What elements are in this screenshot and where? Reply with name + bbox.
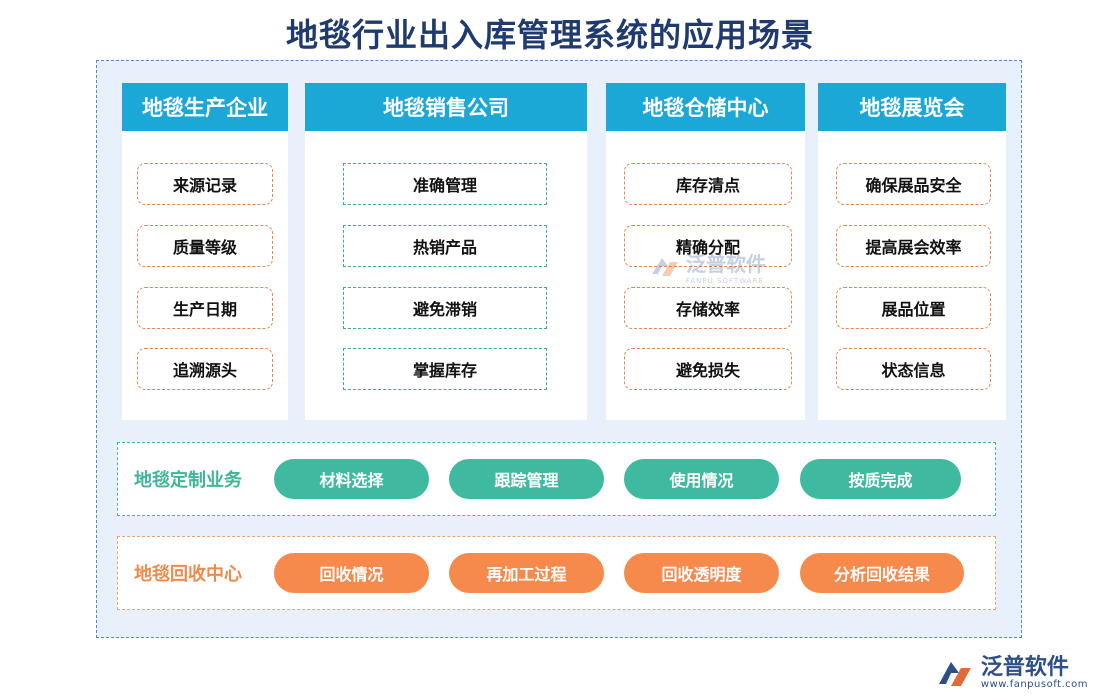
column-header: 地毯生产企业 xyxy=(122,83,288,131)
band-recycle: 地毯回收中心 回收情况 再加工过程 回收透明度 分析回收结果 xyxy=(117,536,996,610)
column-item: 确保展品安全 xyxy=(836,163,991,205)
band-pill: 按质完成 xyxy=(800,459,961,499)
column-item: 生产日期 xyxy=(137,287,273,329)
fanpu-logo-icon xyxy=(938,661,971,686)
column-item: 来源记录 xyxy=(137,163,273,205)
band-label: 地毯定制业务 xyxy=(134,470,242,491)
column-item: 热销产品 xyxy=(343,225,547,267)
column-item: 状态信息 xyxy=(836,348,991,390)
column-item: 精确分配 xyxy=(624,225,792,267)
brand: 泛普软件 www.fanpusoft.com xyxy=(935,657,1088,690)
band-pill: 使用情况 xyxy=(624,459,779,499)
column-item: 追溯源头 xyxy=(137,348,273,390)
page-title: 地毯行业出入库管理系统的应用场景 xyxy=(285,16,814,54)
column-header: 地毯展览会 xyxy=(818,83,1006,131)
column-item: 质量等级 xyxy=(137,225,273,267)
watermark: 泛普软件 FANPU SOFTWARE xyxy=(648,248,766,285)
band-custom: 地毯定制业务 材料选择 跟踪管理 使用情况 按质完成 xyxy=(117,442,996,516)
column-item: 避免损失 xyxy=(624,348,792,390)
band-pill: 分析回收结果 xyxy=(800,553,964,593)
fanpu-logo-icon xyxy=(652,257,678,276)
column-item: 提高展会效率 xyxy=(836,225,991,267)
column-item: 库存清点 xyxy=(624,163,792,205)
watermark-sub: FANPU SOFTWARE xyxy=(686,277,764,285)
band-pill: 回收透明度 xyxy=(624,553,779,593)
watermark-name: 泛普软件 xyxy=(686,252,766,276)
column-item: 展品位置 xyxy=(836,287,991,329)
column-item: 准确管理 xyxy=(343,163,547,205)
column-item: 避免滞销 xyxy=(343,287,547,329)
column-header: 地毯销售公司 xyxy=(305,83,587,131)
brand-url: www.fanpusoft.com xyxy=(980,679,1088,690)
column-item: 存储效率 xyxy=(624,287,792,329)
column-header: 地毯仓储中心 xyxy=(606,83,805,131)
band-label: 地毯回收中心 xyxy=(134,564,242,585)
band-pill: 材料选择 xyxy=(274,459,429,499)
band-pill: 再加工过程 xyxy=(449,553,604,593)
column-item: 掌握库存 xyxy=(343,348,547,390)
brand-name: 泛普软件 xyxy=(980,655,1069,680)
band-pill: 回收情况 xyxy=(274,553,429,593)
band-pill: 跟踪管理 xyxy=(449,459,604,499)
